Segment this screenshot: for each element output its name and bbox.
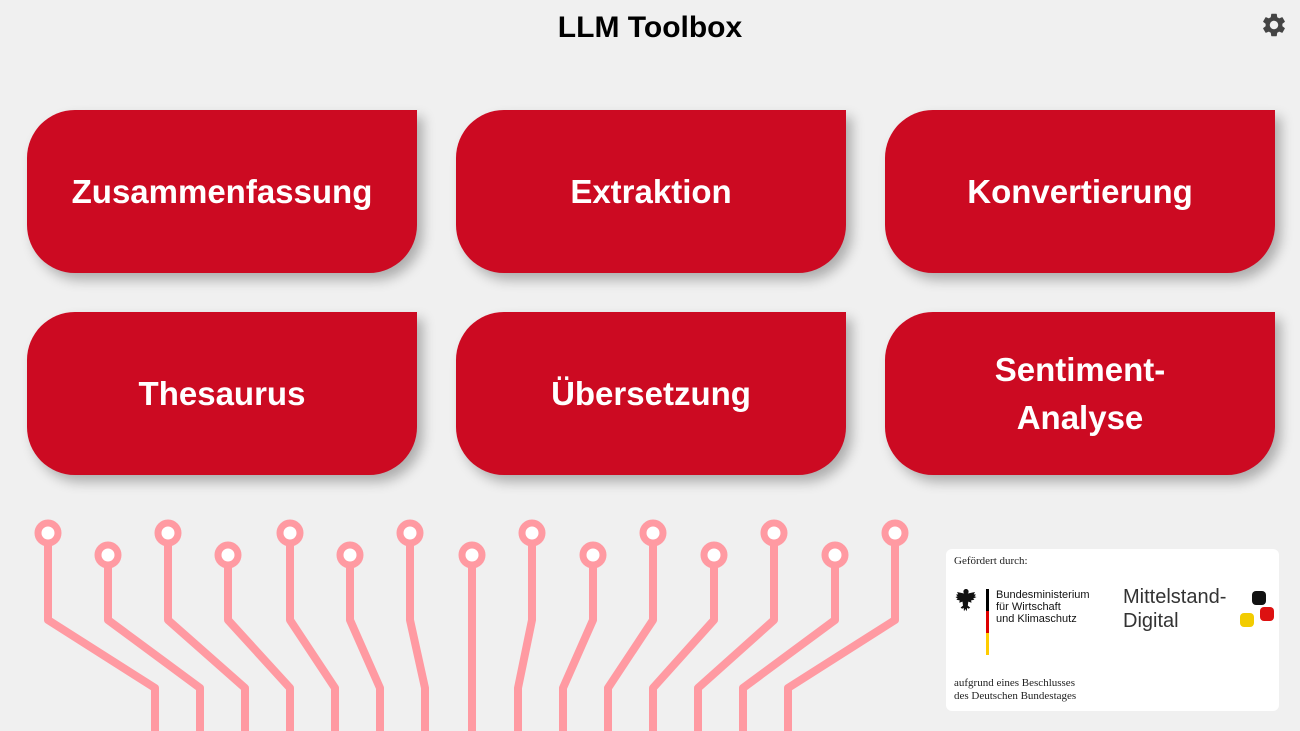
circuit-illustration — [34, 519, 909, 731]
tile-label: Konvertierung — [967, 172, 1193, 210]
tile-konvertierung[interactable]: Konvertierung — [885, 110, 1275, 273]
circuit-lines — [44, 533, 899, 731]
ministry-name: Bundesministerium für Wirtschaft und Kli… — [996, 589, 1090, 625]
mittelstand-digital-logo-icon — [1240, 591, 1274, 627]
tile-extraktion[interactable]: Extraktion — [456, 110, 846, 273]
tile-label: Sentiment- Analyse — [994, 350, 1166, 436]
german-flag-stripe — [986, 589, 989, 655]
bundestag-decision-text: aufgrund eines Beschlusses des Deutschen… — [954, 677, 1077, 702]
gear-icon — [1263, 13, 1285, 37]
mittelstand-digital-logo-text: Mittelstand- Digital — [1123, 586, 1227, 632]
funded-by-label: Gefördert durch: — [954, 555, 1028, 567]
tile-label: Thesaurus — [138, 374, 306, 412]
federal-eagle-icon — [955, 589, 977, 612]
circuit-nodes — [34, 519, 909, 569]
tile-zusammenfassung[interactable]: Zusammenfassung — [27, 110, 417, 273]
tile-thesaurus[interactable]: Thesaurus — [27, 312, 417, 475]
tile-label: Übersetzung — [551, 374, 751, 412]
tile-label: Zusammenfassung — [71, 172, 373, 210]
settings-button[interactable] — [1260, 11, 1288, 39]
app-title: LLM Toolbox — [557, 11, 743, 44]
tile-sentiment-analyse[interactable]: Sentiment- Analyse — [885, 312, 1275, 475]
tile-uebersetzung[interactable]: Übersetzung — [456, 312, 846, 475]
tile-label: Extraktion — [570, 172, 732, 210]
funding-notice: Gefördert durch: Bundesministerium für W… — [946, 549, 1279, 711]
